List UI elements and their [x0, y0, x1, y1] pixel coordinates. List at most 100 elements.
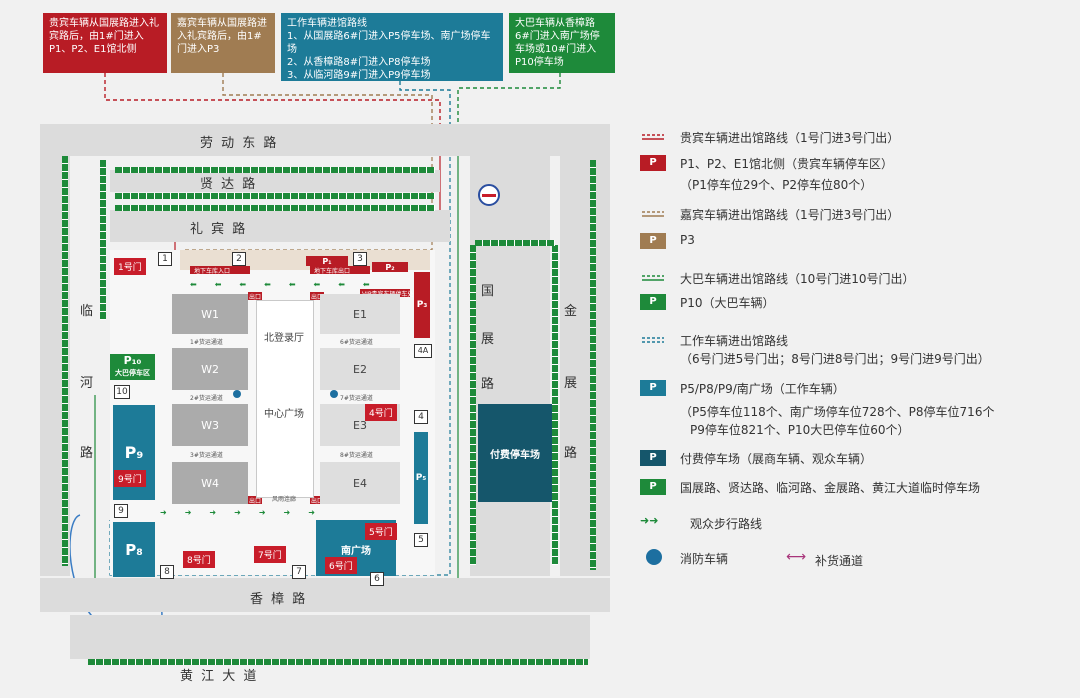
gate-number-2: 2	[232, 252, 246, 266]
gate-number-8: 8	[160, 565, 174, 579]
road-jinzhan-label-3: 路	[564, 446, 580, 461]
hall-e4[interactable]: E4	[320, 462, 400, 504]
road-jinzhan	[560, 156, 610, 576]
legend-work-route-sub: （6号门进5号门出；8号门进8号门出；9号门进9号门出）	[680, 352, 990, 366]
gate-number-7: 7	[292, 565, 306, 579]
lane-2: 2#货运通道	[190, 395, 223, 402]
legend-guest-route: 嘉宾车辆进出馆路线（1号门进3号门出）	[680, 208, 900, 222]
gate-7[interactable]: 7号门	[254, 546, 286, 563]
road-libin	[110, 210, 450, 242]
legend-temp-park-icon: P	[640, 479, 666, 495]
legend-vip-route-icon	[642, 134, 664, 140]
road-laodong	[40, 124, 610, 156]
hall-w3[interactable]: W3	[172, 404, 248, 446]
gate-5[interactable]: 5号门	[365, 523, 397, 540]
legend-guest-route-icon	[642, 211, 664, 217]
legend-supply-icon: ⟷	[786, 549, 807, 565]
xianda-parking-bottom	[115, 193, 435, 199]
guozhan-top-parking	[475, 240, 555, 246]
road-libin-label: 礼 宾 路	[190, 222, 248, 237]
exit-marker-west: 出口	[248, 292, 262, 301]
lane-8: 8#货运通道	[340, 452, 373, 459]
road-xianda	[110, 170, 440, 192]
vip-note: 贵宾车辆从国展路进入礼宾路后，由1#门进入P1、P2、E1馆北侧	[43, 13, 167, 73]
work-note: 工作车辆进馆路线 1、从国展路6#门进入P5停车场、南广场停车场 2、从香樟路8…	[281, 13, 503, 81]
gate-4[interactable]: 4号门	[365, 404, 397, 421]
road-linhe-label-1: 临	[80, 304, 96, 319]
legend-work-park-sub2: P9停车位821个、P10大巴停车位60个）	[690, 423, 910, 437]
road-guozhan-label-1: 国	[481, 284, 497, 299]
parking-p2[interactable]: P₂	[372, 262, 408, 272]
legend-paid-park: 付费停车场（展商车辆、观众车辆）	[680, 452, 873, 466]
parking-p8[interactable]: P₈	[113, 522, 155, 577]
huangjiang-parking	[88, 659, 588, 665]
legend-work-park-icon: P	[640, 380, 666, 396]
guozhan-parking	[470, 245, 476, 565]
parking-p10-label: P₁₀	[123, 354, 142, 367]
gate-8[interactable]: 8号门	[183, 551, 215, 568]
metro-logo-icon	[478, 184, 500, 206]
gate-number-1: 1	[158, 252, 172, 266]
legend-guest-park-icon: P	[640, 233, 666, 249]
guest-note: 嘉宾车辆从国展路进入礼宾路后，由1#门进入P3	[171, 13, 275, 73]
jinzhan-parking-left	[552, 245, 558, 565]
work-note-line2: 2、从香樟路8#门进入P8停车场	[287, 57, 431, 68]
lane-1: 1#货运通道	[190, 339, 223, 346]
north-lobby[interactable]: 北登录厅	[264, 333, 304, 344]
gate-number-6: 6	[370, 572, 384, 586]
hall-w2[interactable]: W2	[172, 348, 248, 390]
legend-bus-park: P10（大巴车辆）	[680, 296, 775, 310]
road-huangjiang-label: 黄 江 大 道	[180, 669, 259, 684]
gate-1[interactable]: 1号门	[114, 258, 146, 275]
legend-vip-park-icon: P	[640, 155, 666, 171]
legend-work-park-sub1: （P5停车位118个、南广场停车位728个、P8停车位716个	[680, 405, 995, 419]
parking-paid[interactable]: 付费停车场	[478, 404, 552, 502]
parking-p1[interactable]: P₁	[306, 256, 348, 266]
legend-bus-park-icon: P	[640, 294, 666, 310]
exit-west-text: 出口	[249, 294, 262, 301]
gate-number-4: 4	[414, 410, 428, 424]
legend-vip-park-sub: （P1停车位29个、P2停车位80个）	[680, 178, 873, 192]
legend-guest-park: P3	[680, 233, 695, 247]
legend-supply: 补货通道	[815, 554, 864, 568]
fire-vehicle-icon	[233, 390, 241, 398]
road-linhe-label-2: 河	[80, 376, 96, 391]
exit-sw-text: 出口	[249, 498, 262, 505]
legend-vip-route: 贵宾车辆进出馆路线（1号门进3号门出）	[680, 131, 900, 145]
legend-walk: 观众步行路线	[690, 517, 763, 531]
exit-marker-south-west: 出口	[248, 496, 262, 505]
road-huangjiang	[70, 615, 590, 659]
work-note-title: 工作车辆进馆路线	[287, 18, 367, 29]
gate-6[interactable]: 6号门	[325, 557, 357, 574]
hall-e1[interactable]: E1	[320, 294, 400, 334]
libin-parking	[115, 205, 435, 211]
road-xianda-label: 贤 达 路	[200, 177, 258, 192]
exit-marker-south-east: 出口	[310, 496, 324, 505]
underground-in-text: 地下车库入口	[194, 268, 231, 275]
hall-w1[interactable]: W1	[172, 294, 248, 334]
lane-6: 6#货运通道	[340, 339, 373, 346]
road-guozhan-label-3: 路	[481, 377, 497, 392]
legend-fire-icon	[646, 549, 662, 565]
gate-number-4a: 4A	[414, 344, 432, 358]
road-jinzhan-label-2: 展	[564, 376, 580, 391]
parking-p10[interactable]: P₁₀ 大巴停车区	[110, 354, 155, 380]
exit-marker-east: 出口	[310, 292, 324, 301]
road-jinzhan-label-1: 金	[564, 304, 580, 319]
hall-e2[interactable]: E2	[320, 348, 400, 390]
gate-number-5: 5	[414, 533, 428, 547]
hall-w4[interactable]: W4	[172, 462, 248, 504]
parking-p5[interactable]: P₅	[414, 432, 428, 524]
parking-p3[interactable]: P₃	[414, 272, 430, 338]
legend-work-park: P5/P8/P9/南广场（工作车辆）	[680, 382, 845, 396]
legend-paid-park-icon: P	[640, 450, 666, 466]
gate-9[interactable]: 9号门	[114, 470, 146, 487]
road-linhe-label-3: 路	[80, 446, 96, 461]
parking-p10-sub: 大巴停车区	[115, 369, 150, 377]
legend-walk-icon: ➜➜	[640, 514, 659, 527]
center-plaza[interactable]: 中心广场	[264, 409, 304, 420]
legend-work-route-icon	[642, 337, 664, 343]
linhe-parking-left	[62, 156, 68, 566]
walk-arrows: ➜➜➜➜➜➜➜	[160, 508, 333, 517]
road-guozhan-label-2: 展	[481, 332, 497, 347]
